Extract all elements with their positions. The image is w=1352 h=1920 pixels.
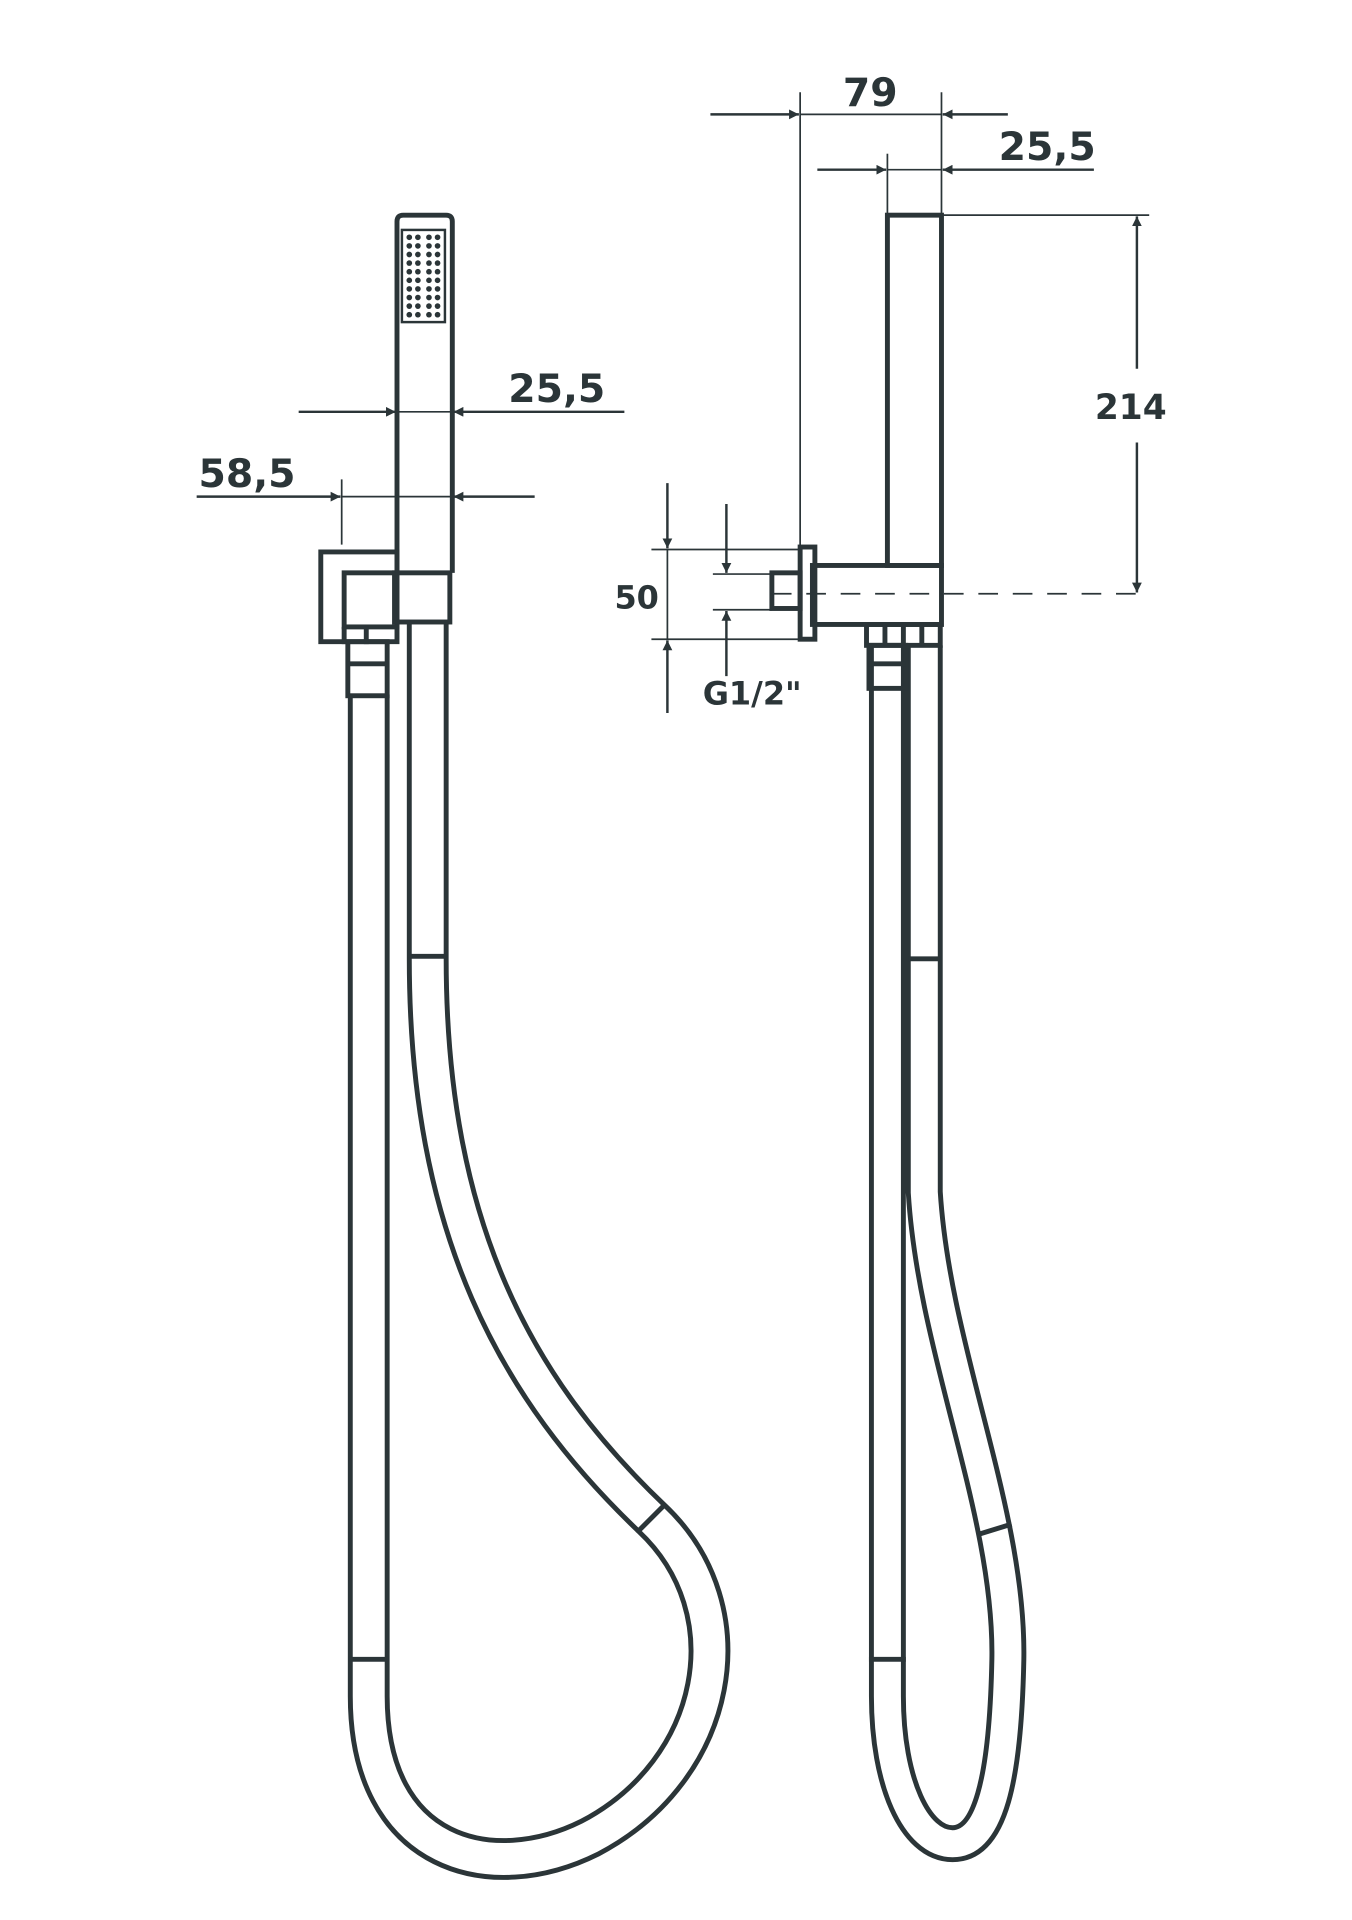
dim-side-depth: 79 bbox=[710, 70, 1008, 548]
dim-front-projection: 58,5 bbox=[196, 451, 535, 545]
side-holder bbox=[769, 544, 944, 648]
wall-holder bbox=[318, 549, 453, 645]
dim-side-handle-width: 25,5 bbox=[817, 124, 1096, 216]
nozzle-dot bbox=[406, 277, 413, 284]
nozzle-dot bbox=[406, 303, 413, 309]
nozzle-dot bbox=[415, 268, 421, 275]
dim-label: 25,5 bbox=[999, 124, 1096, 170]
front-view: 25,5 58,5 bbox=[196, 212, 731, 1880]
side-hand-shower bbox=[884, 212, 944, 568]
front-hose bbox=[347, 622, 731, 1880]
nozzle-dot bbox=[426, 294, 432, 301]
nozzle-dot bbox=[415, 311, 421, 318]
nozzle-dot bbox=[426, 303, 432, 309]
nozzle-dot bbox=[415, 286, 421, 292]
dim-side-thread: G1/2" bbox=[703, 504, 802, 712]
nozzle-dot bbox=[434, 294, 441, 301]
nozzle-dot bbox=[415, 277, 421, 284]
nozzle-dot bbox=[426, 251, 432, 258]
nozzle-dot bbox=[434, 251, 441, 258]
side-view: 79 25,5 214 50 G1/2" bbox=[614, 70, 1167, 1863]
dim-label: 58,5 bbox=[199, 451, 296, 497]
hose-nut bbox=[345, 639, 390, 699]
side-hose bbox=[866, 642, 1027, 1863]
nozzle-dot bbox=[406, 294, 413, 301]
nozzle-dot bbox=[415, 303, 421, 309]
nozzle-dot bbox=[434, 260, 441, 266]
nozzle-dot bbox=[426, 286, 432, 292]
nozzle-dot bbox=[406, 286, 413, 292]
nozzle-dot bbox=[415, 243, 421, 249]
dim-label: 79 bbox=[843, 70, 898, 116]
spray-nozzles bbox=[406, 234, 441, 318]
nozzle-dot bbox=[426, 243, 432, 249]
dim-side-height: 214 bbox=[941, 214, 1167, 593]
nozzle-dot bbox=[434, 234, 441, 241]
nozzle-dot bbox=[406, 251, 413, 258]
nozzle-dot bbox=[415, 260, 421, 266]
nozzle-dot bbox=[415, 251, 421, 258]
nozzle-dot bbox=[434, 303, 441, 309]
nozzle-dot bbox=[415, 294, 421, 301]
dim-label: 25,5 bbox=[508, 366, 605, 412]
nozzle-dot bbox=[406, 311, 413, 318]
nozzle-dot bbox=[415, 234, 421, 241]
nozzle-dot bbox=[434, 277, 441, 284]
nozzle-dot bbox=[406, 234, 413, 241]
nozzle-dot bbox=[434, 286, 441, 292]
nozzle-dot bbox=[406, 243, 413, 249]
dim-label: 214 bbox=[1095, 388, 1167, 428]
thread-nipple bbox=[769, 570, 803, 611]
spray-face bbox=[400, 228, 447, 324]
dim-front-handle-width: 25,5 bbox=[298, 366, 625, 417]
nozzle-dot bbox=[426, 234, 432, 241]
nozzle-dot bbox=[406, 260, 413, 266]
nozzle-dot bbox=[426, 277, 432, 284]
nozzle-dot bbox=[426, 260, 432, 266]
nozzle-dot bbox=[434, 243, 441, 249]
nozzle-dot bbox=[434, 268, 441, 275]
nozzle-dot bbox=[406, 268, 413, 275]
dim-label: G1/2" bbox=[703, 674, 802, 712]
dim-label: 50 bbox=[614, 578, 658, 616]
hand-shower bbox=[394, 212, 455, 573]
dim-side-flange: 50 bbox=[614, 483, 801, 713]
nozzle-dot bbox=[434, 311, 441, 318]
nozzle-dot bbox=[426, 311, 432, 318]
nozzle-dot bbox=[426, 268, 432, 275]
